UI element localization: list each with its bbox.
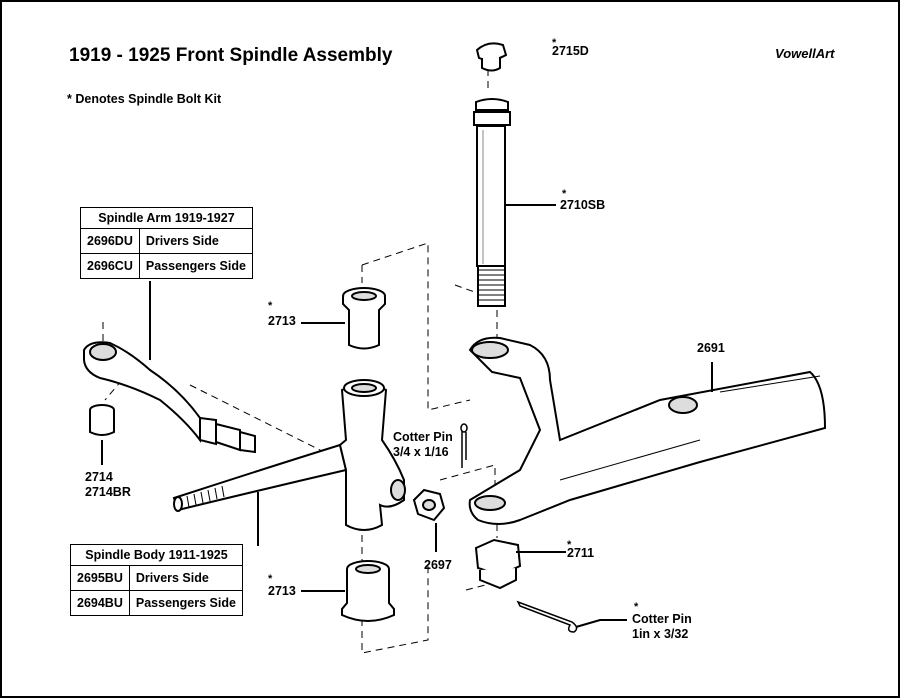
spindle-arm-table: Spindle Arm 1919-1927 2696DU Drivers Sid… xyxy=(80,207,253,279)
part-number-cell: 2696CU xyxy=(80,253,140,279)
label-2713-lower: 2713 xyxy=(268,584,296,598)
label-2714: 2714 xyxy=(85,470,113,484)
part-description-cell: Passengers Side xyxy=(138,253,253,279)
label-2713-upper: 2713 xyxy=(268,314,296,328)
kit-marker: * xyxy=(567,539,572,551)
part-description-cell: Drivers Side xyxy=(138,228,253,254)
spindle-bolt-kit-note: * Denotes Spindle Bolt Kit xyxy=(67,92,222,106)
part-spindle-body xyxy=(172,379,406,531)
table-row: 2696DU Drivers Side xyxy=(80,228,253,254)
part-2711 xyxy=(474,538,522,590)
part-cotter-large xyxy=(516,600,578,633)
guide-upper-box xyxy=(361,242,471,411)
kit-marker: * xyxy=(268,300,273,312)
kit-marker: * xyxy=(268,573,273,585)
label-2711: 2711 xyxy=(567,546,595,560)
part-number-cell: 2696DU xyxy=(80,228,140,254)
part-number-cell: 2694BU xyxy=(70,590,130,616)
part-2710sb xyxy=(473,98,511,307)
spindle-body-table: Spindle Body 1911-1925 2695BU Drivers Si… xyxy=(70,544,243,616)
part-cotter-small xyxy=(460,423,468,468)
label-cotter-pin-large-size: 1in x 3/32 xyxy=(632,627,689,641)
spindle-body-table-header: Spindle Body 1911-1925 xyxy=(70,544,243,566)
part-2714 xyxy=(89,404,115,436)
part-description-cell: Drivers Side xyxy=(128,565,243,591)
kit-marker: * xyxy=(552,37,557,49)
part-spindle-arm xyxy=(83,341,256,454)
label-cotter-pin-small-size: 3/4 x 1/16 xyxy=(393,445,449,459)
brand-signature: VowellArt xyxy=(775,46,835,61)
part-2713-upper xyxy=(342,287,386,350)
table-row: 2696CU Passengers Side xyxy=(80,253,253,279)
kit-marker: * xyxy=(562,188,567,200)
label-2715d: 2715D xyxy=(552,44,589,58)
page-title: 1919 - 1925 Front Spindle Assembly xyxy=(69,45,393,66)
label-cotter-pin-small: Cotter Pin xyxy=(393,430,453,444)
leader-lines xyxy=(101,204,713,628)
part-2715d xyxy=(475,42,508,72)
part-2691-axle xyxy=(468,336,827,525)
table-row: 2695BU Drivers Side xyxy=(70,565,243,591)
label-2691: 2691 xyxy=(697,341,725,355)
label-cotter-pin-large: Cotter Pin xyxy=(632,612,692,626)
spindle-arm-table-header: Spindle Arm 1919-1927 xyxy=(80,207,253,229)
label-2697: 2697 xyxy=(424,558,452,572)
table-row: 2694BU Passengers Side xyxy=(70,590,243,616)
label-2710sb: 2710SB xyxy=(560,198,606,212)
part-number-cell: 2695BU xyxy=(70,565,130,591)
part-2697 xyxy=(412,488,446,522)
label-2714br: 2714BR xyxy=(85,485,131,499)
part-description-cell: Passengers Side xyxy=(128,590,243,616)
kit-marker: * xyxy=(634,601,639,613)
part-2713-lower xyxy=(341,560,395,622)
